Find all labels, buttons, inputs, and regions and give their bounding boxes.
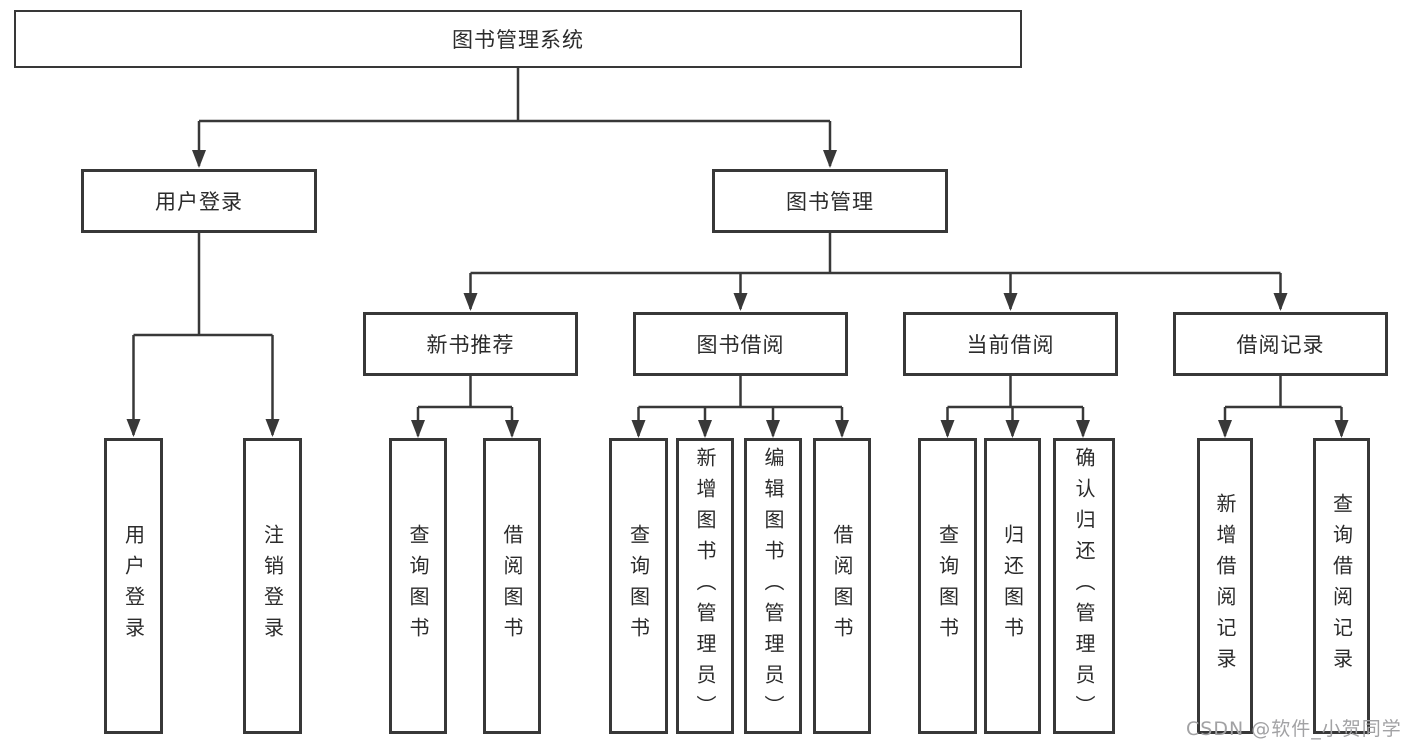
leaf-br-query-record: 查询借阅记录 xyxy=(1313,438,1370,734)
node-user-login: 用户登录 xyxy=(81,169,317,233)
leaf-nb-borrow-books: 借阅图书 xyxy=(483,438,541,734)
leaf-nb-borrow-books-label: 借阅图书 xyxy=(500,524,524,648)
leaf-br-add-record-label: 新增借阅记录 xyxy=(1213,493,1237,679)
connector-current-borrow-branch xyxy=(947,376,1083,409)
leaf-bb-add-books-admin: 新增图书（管理员） xyxy=(676,438,734,734)
leaf-logout-label: 注销登录 xyxy=(260,524,285,648)
leaf-bb-edit-books-admin: 编辑图书（管理员） xyxy=(744,438,802,734)
leaf-user-login-label: 用户登录 xyxy=(121,524,146,648)
leaf-cb-confirm-return-admin-label: 确认归还（管理员） xyxy=(1072,446,1096,726)
leaf-cb-return-books-label: 归还图书 xyxy=(1000,524,1025,648)
leaf-nb-query-books: 查询图书 xyxy=(389,438,447,734)
leaf-cb-return-books: 归还图书 xyxy=(984,438,1041,734)
node-borrow-records: 借阅记录 xyxy=(1173,312,1388,376)
leaf-user-login: 用户登录 xyxy=(104,438,163,734)
leaf-logout: 注销登录 xyxy=(243,438,302,734)
node-root: 图书管理系统 xyxy=(14,10,1022,68)
leaf-cb-query-books-label: 查询图书 xyxy=(935,524,960,648)
leaf-bb-borrow-books-label: 借阅图书 xyxy=(830,524,854,648)
leaf-bb-query-books: 查询图书 xyxy=(609,438,668,734)
connector-borrow-records-branch xyxy=(1225,376,1342,409)
leaf-cb-query-books: 查询图书 xyxy=(918,438,977,734)
leaf-bb-query-books-label: 查询图书 xyxy=(626,524,651,648)
leaf-bb-add-books-admin-label: 新增图书（管理员） xyxy=(693,446,717,726)
leaf-nb-query-books-label: 查询图书 xyxy=(406,524,430,648)
connector-root-stem xyxy=(199,68,830,123)
node-current-borrow: 当前借阅 xyxy=(903,312,1118,376)
node-book-management: 图书管理 xyxy=(712,169,948,233)
leaf-cb-confirm-return-admin: 确认归还（管理员） xyxy=(1053,438,1115,734)
connector-new-book-branch xyxy=(418,376,512,409)
leaf-bb-edit-books-admin-label: 编辑图书（管理员） xyxy=(761,446,785,726)
leaf-br-add-record: 新增借阅记录 xyxy=(1197,438,1253,734)
leaf-bb-borrow-books: 借阅图书 xyxy=(813,438,871,734)
csdn-watermark: CSDN @软件_小贺同学 xyxy=(1186,718,1402,740)
node-book-borrow: 图书借阅 xyxy=(633,312,848,376)
connector-mgmt-branch xyxy=(470,233,1281,275)
connector-user-branch xyxy=(133,233,273,337)
node-new-book-recommend: 新书推荐 xyxy=(363,312,578,376)
leaf-br-query-record-label: 查询借阅记录 xyxy=(1329,493,1354,679)
connector-book-borrow-branch xyxy=(638,376,842,409)
